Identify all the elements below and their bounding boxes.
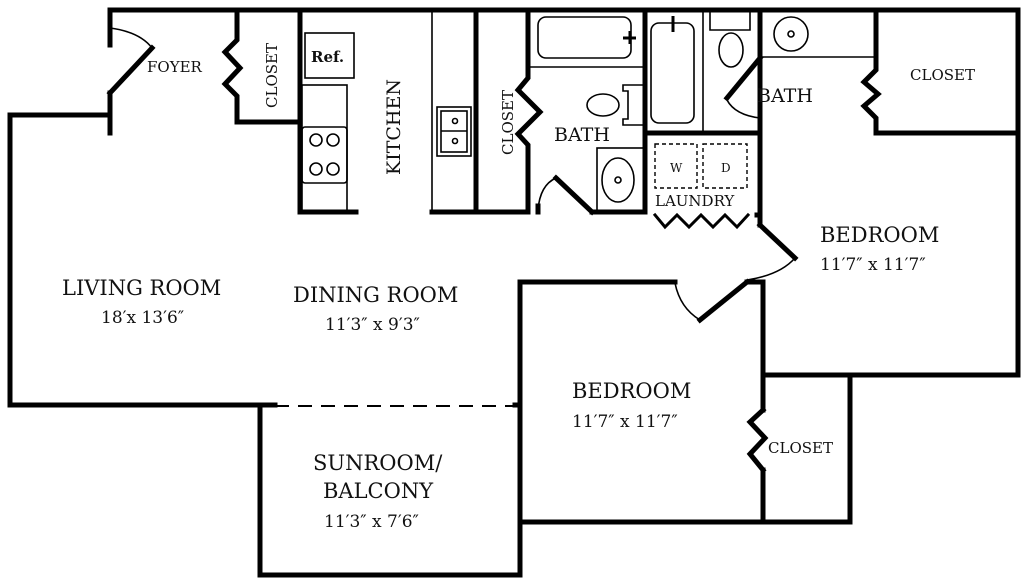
hall-closet-label: CLOSET bbox=[499, 90, 517, 155]
sunroom-label-line1: SUNROOM/ bbox=[313, 451, 443, 475]
sunroom-label-line2: BALCONY bbox=[323, 479, 434, 503]
kitchen-label: KITCHEN bbox=[383, 79, 405, 175]
stove bbox=[301, 126, 348, 184]
foyer-closet-label: CLOSET bbox=[263, 43, 281, 108]
bedroom-2-label: BEDROOM bbox=[572, 379, 691, 403]
bath-sink bbox=[773, 16, 809, 52]
doors-and-fixtures bbox=[109, 27, 799, 407]
refrigerator bbox=[304, 32, 355, 79]
dining-room-label: DINING ROOM bbox=[293, 283, 458, 307]
bedroom-1-label: BEDROOM bbox=[820, 223, 939, 247]
laundry-label: LAUNDRY bbox=[655, 192, 735, 210]
bath-2-label: BATH bbox=[757, 85, 813, 107]
dining-room-size: 11′3″ x 9′3″ bbox=[325, 315, 420, 335]
foyer-label: FOYER bbox=[147, 58, 203, 76]
sunroom-size: 11′3″ x 7′6″ bbox=[324, 512, 419, 532]
master-closet-label: CLOSET bbox=[910, 66, 975, 84]
bathtub bbox=[537, 16, 632, 59]
bath-sink bbox=[596, 147, 646, 213]
counter bbox=[301, 84, 348, 213]
toilet bbox=[718, 32, 744, 68]
washer-label: W bbox=[670, 161, 683, 175]
bath-1-label: BATH bbox=[554, 124, 610, 146]
refrigerator-label: Ref. bbox=[311, 48, 344, 66]
dryer bbox=[702, 143, 748, 189]
bedroom-1-size: 11′7″ x 11′7″ bbox=[820, 255, 926, 275]
room-labels: FOYER CLOSET Ref. KITCHEN CLOSET BATH BA… bbox=[62, 43, 975, 532]
living-room-label: LIVING ROOM bbox=[62, 276, 221, 300]
bath-fixtures bbox=[528, 10, 876, 213]
kitchen-sink bbox=[436, 106, 472, 157]
washer bbox=[654, 143, 698, 189]
kitchen-appliances bbox=[301, 10, 472, 213]
dryer-label: D bbox=[721, 161, 731, 175]
bedroom-2-size: 11′7″ x 11′7″ bbox=[572, 412, 678, 432]
toilet bbox=[586, 93, 620, 117]
bedroom-2-closet-label: CLOSET bbox=[768, 439, 833, 457]
bathtub bbox=[650, 22, 695, 124]
living-room-size: 18′x 13′6″ bbox=[101, 308, 184, 328]
